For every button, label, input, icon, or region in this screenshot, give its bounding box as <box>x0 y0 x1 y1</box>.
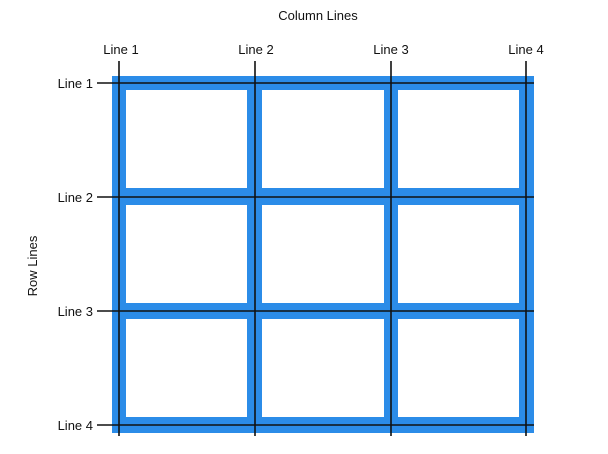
row-label-3: Line 3 <box>58 304 93 319</box>
column-label-3: Line 3 <box>373 42 408 57</box>
grid-cell <box>262 90 384 188</box>
column-lines <box>118 61 527 436</box>
row-label-4: Line 4 <box>58 418 93 433</box>
column-label-2: Line 2 <box>238 42 273 57</box>
grid-cell <box>126 319 247 417</box>
row-line-labels: Line 1 Line 2 Line 3 Line 4 <box>58 76 93 433</box>
row-lines-title: Row Lines <box>25 235 40 296</box>
grid-cell <box>398 205 519 303</box>
column-lines-title: Column Lines <box>278 8 358 23</box>
column-label-1: Line 1 <box>103 42 138 57</box>
grid-cell <box>126 205 247 303</box>
column-label-4: Line 4 <box>508 42 543 57</box>
grid-cell <box>262 205 384 303</box>
grid-cell <box>398 319 519 417</box>
grid-cell <box>398 90 519 188</box>
grid-cell <box>262 319 384 417</box>
grid-cells <box>126 90 519 417</box>
row-lines <box>97 82 534 426</box>
column-line-labels: Line 1 Line 2 Line 3 Line 4 <box>103 42 543 57</box>
row-label-2: Line 2 <box>58 190 93 205</box>
row-label-1: Line 1 <box>58 76 93 91</box>
grid-cell <box>126 90 247 188</box>
